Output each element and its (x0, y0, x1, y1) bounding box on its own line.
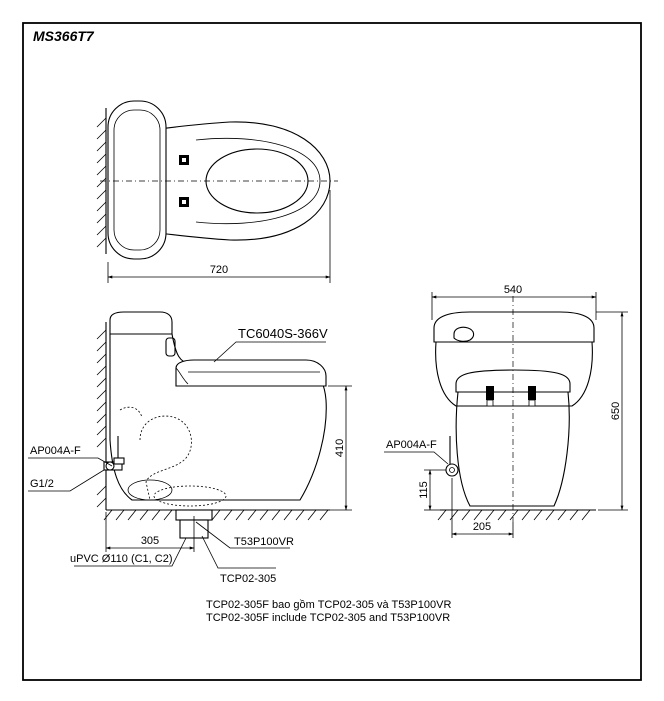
label-angle-valve-front: AP004A-F (386, 439, 437, 451)
dim-supply-height: 115 (418, 481, 430, 499)
label-pipe: uPVC Ø110 (C1, C2) (70, 553, 173, 565)
label-flange: T53P100VR (234, 536, 294, 548)
label-angle-valve-side: AP004A-F (30, 445, 81, 457)
note-vietnamese: TCP02-305F bao gồm TCP02-305 và T53P100V… (206, 599, 451, 611)
model-title: MS366T7 (33, 28, 95, 44)
note-english: TCP02-305F include TCP02-305 and T53P100… (206, 612, 450, 624)
front-view: 540 650 115 205 AP004A-F (384, 284, 628, 538)
dim-front-width: 540 (504, 284, 522, 296)
label-adapter: TCP02-305 (220, 573, 276, 585)
label-thread: G1/2 (30, 478, 54, 490)
side-view: 410 305 TC6040S-366V AP004A-F G1/2 T53P1… (28, 311, 352, 585)
label-seat: TC6040S-366V (238, 326, 328, 341)
dim-supply-offset: 205 (473, 521, 491, 533)
dim-length: 720 (210, 264, 228, 276)
dim-front-height: 650 (610, 402, 622, 420)
drawing-frame (22, 22, 642, 681)
top-view: 720 (96, 100, 338, 283)
dim-height: 410 (334, 439, 346, 457)
dim-rough-in: 305 (141, 535, 159, 547)
